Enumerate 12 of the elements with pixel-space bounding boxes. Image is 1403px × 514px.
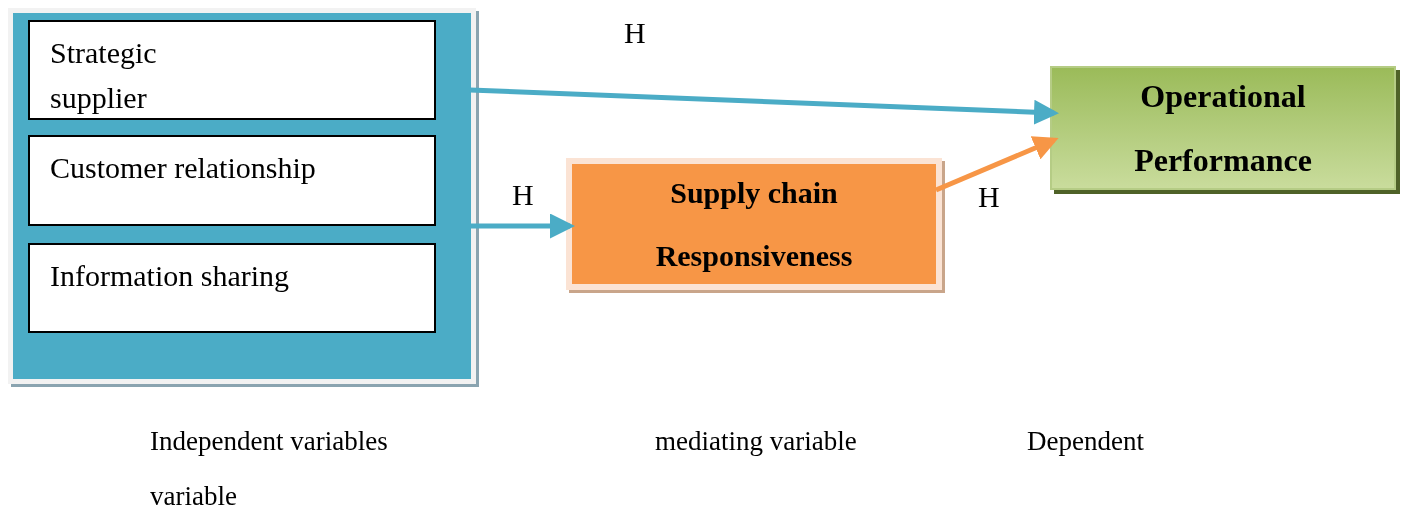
variable-box: Customer relationship [28,135,436,226]
variable-box: Information sharing [28,243,436,333]
axis-caption: Independent variables [150,428,388,455]
axis-caption: variable [150,483,237,510]
group-panel [8,8,476,384]
arrow [935,136,1059,193]
variable-box: Strategic supplier [28,20,436,120]
arrow [469,87,1059,125]
mediator-box: Supply chain Responsiveness [566,158,942,290]
axis-caption: mediating variable [655,428,857,455]
arrow [470,213,575,239]
axis-caption: Dependent [1027,428,1144,455]
